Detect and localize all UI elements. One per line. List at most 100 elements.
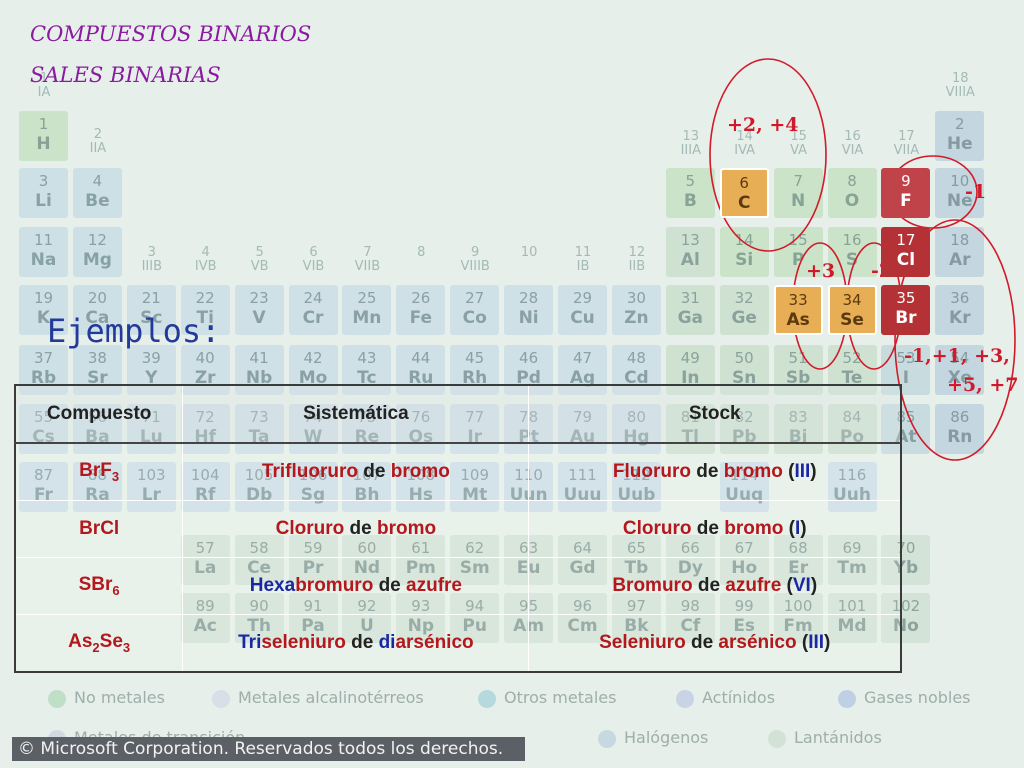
element-symbol: Sn xyxy=(732,368,757,388)
element-symbol: Mn xyxy=(352,308,382,328)
legend-dot-icon xyxy=(838,689,856,708)
element-symbol: Br xyxy=(895,308,917,328)
element-symbol: Te xyxy=(841,368,863,388)
group-number: 7 xyxy=(363,245,372,260)
atomic-number: 34 xyxy=(842,291,862,309)
element-symbol: Rb xyxy=(30,368,57,388)
legend-item: Lantánidos xyxy=(768,728,882,748)
group-number: 3 xyxy=(147,245,156,260)
element-symbol: O xyxy=(844,191,860,211)
group-roman: IIA xyxy=(89,141,107,156)
header-compuesto: Compuesto xyxy=(14,384,184,444)
formula-symbol: SBr xyxy=(78,574,113,596)
atomic-number: 86 xyxy=(950,408,970,426)
element-symbol: Rh xyxy=(462,368,488,388)
element-symbol: Fe xyxy=(409,308,433,328)
group-number: 13 xyxy=(682,129,700,144)
atomic-number: 27 xyxy=(465,289,485,307)
element-symbol: Mg xyxy=(82,250,112,270)
group-label-10: 10 xyxy=(504,246,554,260)
group-number: 4 xyxy=(201,245,210,260)
atomic-number: 24 xyxy=(303,289,323,307)
legend-label: Halógenos xyxy=(624,728,709,747)
name-segment: bromo xyxy=(724,518,784,539)
atomic-number: 48 xyxy=(626,349,646,367)
name-segment: Hexa xyxy=(249,575,296,596)
cell-systematic: Trifluoruro de bromo xyxy=(182,442,530,501)
atomic-number: 38 xyxy=(87,349,107,367)
atomic-number: 50 xyxy=(734,349,754,367)
element-symbol: Ti xyxy=(196,308,214,328)
title-compuestos-binarios: COMPUESTOS BINARIOS xyxy=(30,22,312,46)
name-segment: de xyxy=(690,461,724,482)
name-segment: de xyxy=(691,518,725,539)
cell-systematic: Triseleniuro de diarsénico xyxy=(182,614,530,673)
cell-stock: Bromuro de azufre (VI) xyxy=(528,557,902,615)
cell-compound: BrF3 xyxy=(14,442,184,501)
element-symbol: Se xyxy=(840,310,864,330)
group-roman: VIA xyxy=(841,143,864,158)
formula-symbol: BrCl xyxy=(79,518,120,539)
atomic-number: 49 xyxy=(680,349,700,367)
element-symbol: Cu xyxy=(570,308,595,328)
atomic-number: 15 xyxy=(788,231,808,249)
cell-systematic: Hexabromuro de azufre xyxy=(182,557,530,615)
name-segment: de xyxy=(345,632,379,653)
atomic-number: 21 xyxy=(141,289,161,307)
element-symbol: Tc xyxy=(357,368,377,388)
examples-heading: Ejemplos: xyxy=(47,312,221,350)
atomic-number: 43 xyxy=(357,349,377,367)
element-symbol: Y xyxy=(145,368,158,388)
group-roman: VIIIA xyxy=(945,85,975,100)
name-segment: Fluoruro xyxy=(612,461,691,482)
legend-label: Lantánidos xyxy=(794,728,882,747)
atomic-number: 31 xyxy=(680,289,700,307)
group-roman: IIIB xyxy=(141,259,162,274)
element-symbol: F xyxy=(900,191,912,211)
atomic-number: 2 xyxy=(955,115,965,133)
element-symbol: As xyxy=(786,310,810,330)
legend-dot-icon xyxy=(478,689,496,708)
group-roman: VB xyxy=(250,259,269,274)
element-symbol: N xyxy=(790,191,806,211)
group-number: 2 xyxy=(93,127,103,142)
atomic-number: 17 xyxy=(896,231,916,249)
atomic-number: 14 xyxy=(734,231,754,249)
legend-item: Halógenos xyxy=(598,728,708,748)
name-segment: Bromuro xyxy=(612,575,693,596)
header-stock: Stock xyxy=(528,384,902,444)
legend-dot-icon xyxy=(598,729,616,748)
element-symbol: Ag xyxy=(569,368,596,388)
name-segment: bromuro xyxy=(295,575,374,596)
name-segment: ( xyxy=(783,518,795,539)
element-symbol: Rn xyxy=(947,427,973,447)
table-header-row: Compuesto Sistemática Stock xyxy=(14,384,902,444)
formula-subscript: 2 xyxy=(92,639,100,655)
element-symbol: Ru xyxy=(408,368,434,388)
name-segment: azufre xyxy=(725,575,782,596)
legend-item: No metales xyxy=(48,688,165,708)
group-roman: VIIB xyxy=(354,259,381,274)
name-segment: de xyxy=(692,575,726,596)
legend-dot-icon xyxy=(48,689,66,708)
atomic-number: 45 xyxy=(465,349,485,367)
name-segment: bromo xyxy=(390,461,450,482)
atomic-number: 32 xyxy=(734,289,754,307)
legend-dot-icon xyxy=(212,689,230,708)
element-symbol: Si xyxy=(735,250,754,270)
